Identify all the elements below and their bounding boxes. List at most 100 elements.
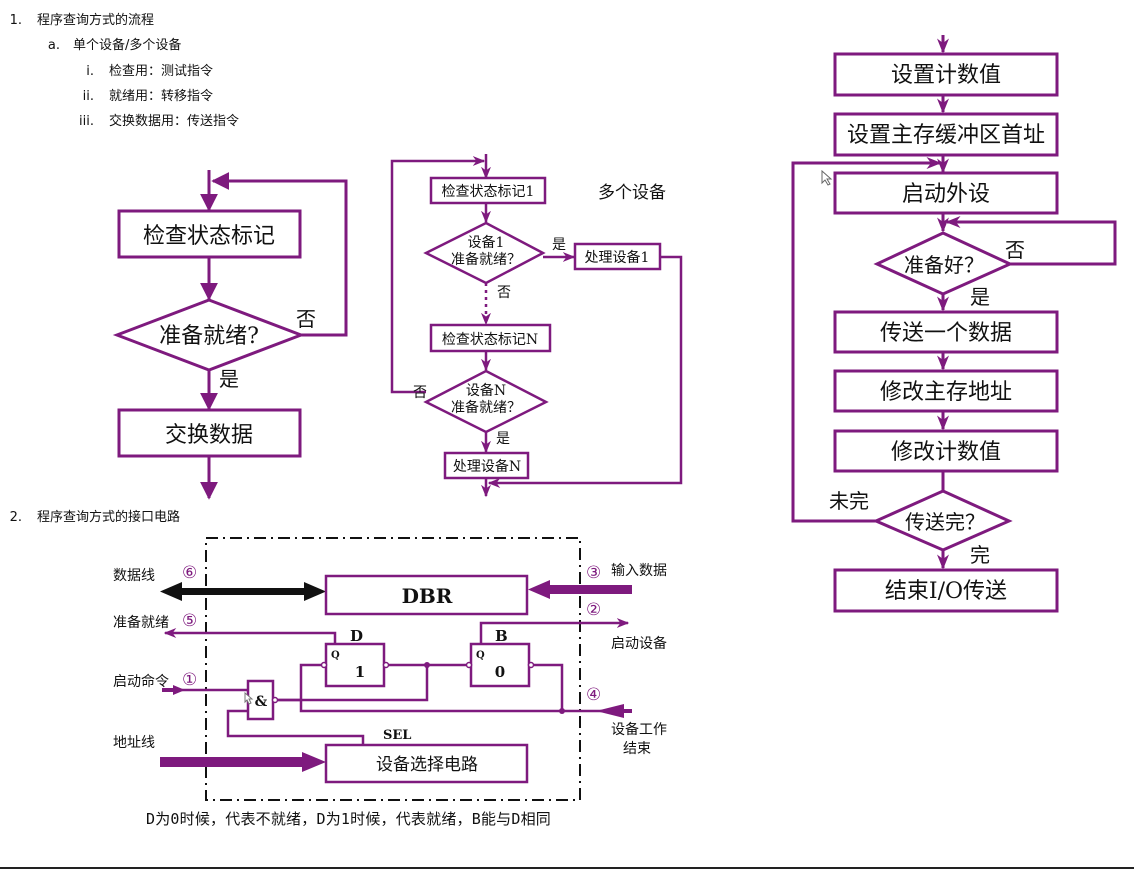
dbr-box (324, 574, 529, 616)
interface-boundary (205, 537, 581, 801)
done-q-label: 传送完？ (905, 510, 985, 534)
ready-q-label: 准备好？ (904, 253, 984, 277)
outline-item-exchange: 交换数据用：传送指令 (109, 114, 240, 129)
deviceN-line2: 准备就绪？ (451, 399, 521, 416)
done-bus-line (299, 700, 628, 713)
modify-address-label: 修改主存地址 (880, 380, 1012, 405)
outline-item-ready: 就绪用：转移指令 (109, 89, 214, 104)
sel-label: SEL (383, 728, 411, 743)
bottom-divider (0, 867, 1134, 869)
no-loop-arrow (390, 156, 486, 394)
set-count-box (833, 52, 1059, 97)
outline-item-devices: 单个设备/多个设备 (73, 38, 182, 53)
mouse-pointer-icon (244, 692, 254, 705)
outline-marker-a: a. (47, 38, 60, 53)
outline-heading-circuit: 程序查询方式的接口电路 (37, 510, 181, 525)
ready-label: 准备就绪 (113, 614, 169, 631)
done-label: 完 (970, 543, 990, 567)
b-label: B (495, 627, 508, 645)
not-done-loop-arrow (791, 157, 942, 523)
modify-count-label: 修改计数值 (891, 440, 1001, 465)
outline-heading-flow: 程序查询方式的流程 (37, 13, 155, 28)
outline-marker-2: 2. (9, 510, 22, 525)
dbr-label: DBR (402, 584, 453, 608)
circle-5: ⑤ (182, 611, 197, 631)
check-status-1-box (429, 176, 547, 205)
ready-decision-label: 准备就绪? (159, 324, 259, 349)
not-done-label: 未完 (829, 489, 869, 513)
outline-marker-1: 1. (9, 13, 22, 28)
outline-marker-i: i. (86, 64, 94, 79)
circle-3: ③ (586, 563, 601, 583)
io-transfer-flowchart (791, 35, 1117, 613)
start-device-box (833, 171, 1059, 215)
process-device-n-label: 处理设备N (453, 458, 521, 475)
device-done-arrowhead (596, 704, 624, 718)
junction-dot (424, 662, 430, 668)
circle-1: ① (182, 670, 197, 690)
device-select-label: 设备选择电路 (376, 755, 478, 775)
outline-marker-ii: ii. (82, 89, 94, 104)
process-device-1-label: 处理设备1 (585, 249, 650, 266)
start-device-label: 启动外设 (902, 182, 990, 207)
no-label: 否 (296, 307, 316, 331)
address-bus-arrow (160, 752, 326, 772)
multi-device-flowchart (390, 154, 683, 498)
input-data-label: 输入数据 (611, 563, 667, 579)
single-device-flowchart (112, 170, 348, 500)
ready-yes-label: 是 (970, 285, 990, 309)
and-gate-label: & (255, 694, 268, 710)
b-out-line (530, 663, 564, 711)
ready-no-label: 否 (1005, 238, 1025, 262)
device1-line1: 设备1 (468, 234, 505, 251)
check-status-label: 检查状态标记 (143, 224, 275, 249)
caption-note: D为0时候，代表不就绪，D为1时候，代表就绪，B能与D相同 (146, 810, 551, 828)
no1-label: 否 (497, 285, 511, 301)
junction-dot (559, 708, 565, 714)
d-value: 1 (355, 663, 365, 681)
start-device-label: 启动设备 (611, 635, 667, 652)
data-line-label: 数据线 (113, 568, 155, 584)
deviceN-line1: 设备N (466, 382, 506, 399)
b-flipflop (469, 642, 531, 688)
send-one-label: 传送一个数据 (880, 321, 1012, 346)
circle-4: ④ (586, 685, 601, 705)
outline-marker-iii: iii. (79, 114, 94, 129)
b-value: 0 (495, 663, 505, 681)
return-arrow (487, 255, 683, 488)
start-cmd-label: 启动命令 (113, 673, 169, 690)
device1-line2: 准备就绪？ (451, 251, 521, 268)
b-q-label: Q (476, 650, 485, 661)
outline-item-check: 检查用：测试指令 (109, 64, 214, 79)
yesN-label: 是 (496, 431, 510, 447)
exchange-data-box (117, 408, 302, 458)
start-cmd-arrowhead (173, 685, 185, 695)
interface-circuit (160, 537, 632, 801)
noN-label: 否 (413, 385, 427, 401)
check-status-box (117, 209, 302, 259)
check-status-1-label: 检查状态标记1 (442, 184, 535, 200)
yes1-label: 是 (552, 237, 566, 253)
device-select-box (324, 743, 529, 784)
check-status-n-box (429, 323, 552, 353)
set-buffer-box (833, 112, 1059, 157)
circle-6: ⑥ (182, 563, 197, 583)
input-data-arrow (528, 580, 632, 599)
and-feedback-line (275, 665, 429, 702)
device-done-label-1: 设备工作 (611, 721, 667, 738)
not-ready-loop-arrow (945, 216, 1117, 266)
d-label: D (350, 627, 363, 645)
address-line-label: 地址线 (113, 735, 155, 751)
data-bus-arrow (160, 582, 326, 601)
ready-line (163, 628, 337, 663)
modify-count-box (833, 429, 1059, 473)
circle-2: ② (586, 600, 601, 620)
multi-device-title: 多个设备 (598, 183, 666, 203)
check-status-n-label: 检查状态标记N (442, 332, 538, 348)
mouse-pointer-icon (821, 170, 833, 186)
end-io-label: 结束I/O传送 (885, 579, 1007, 604)
device-done-label-2: 结束 (623, 741, 651, 757)
send-one-box (833, 310, 1059, 354)
process-device-n-box (443, 451, 530, 480)
